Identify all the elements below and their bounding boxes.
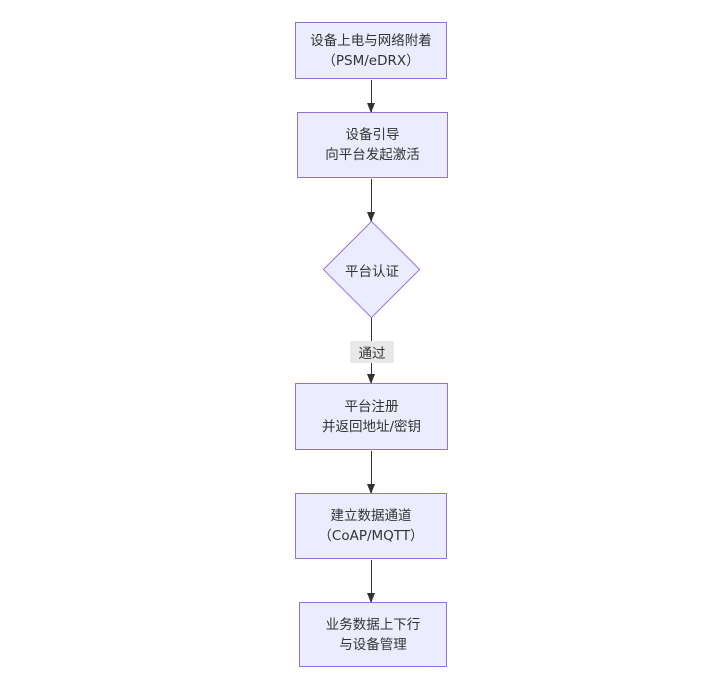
node-label-line: 与设备管理 [339,636,407,653]
arrow-channel-to-business [367,560,375,603]
node-platform-register: 平台注册 并返回地址/密钥 [295,383,448,450]
node-label-line: 平台认证 [345,264,399,280]
node-power-attach: 设备上电与网络附着 （PSM/eDRX） [295,22,447,79]
arrow-register-to-channel [367,451,375,494]
node-platform-auth: 平台认证 [322,220,422,320]
node-label-line: （CoAP/MQTT） [318,528,424,544]
arrowhead-icon [367,484,375,494]
edge-label-pass: 通过 [350,341,394,363]
arrowhead-icon [367,103,375,113]
node-label-line: 向平台发起激活 [325,147,420,163]
node-label-line: 设备上电与网络附着 [310,32,432,49]
node-data-channel: 建立数据通道 （CoAP/MQTT） [295,493,447,559]
arrow-power-to-bootstrap [367,80,375,113]
node-business-data: 业务数据上下行 与设备管理 [299,602,447,667]
node-label-line: 并返回地址/密钥 [321,418,422,435]
arrowhead-icon [367,374,375,384]
arrowhead-icon [367,593,375,603]
arrow-bootstrap-to-auth [367,179,375,222]
node-label-line: 平台注册 [344,398,399,415]
node-label-line: （PSM/eDRX） [322,52,420,69]
node-bootstrap: 设备引导 向平台发起激活 [297,112,448,178]
arrowhead-icon [367,212,375,222]
node-label-line: 建立数据通道 [330,508,412,524]
node-label-line: 业务数据上下行 [325,616,421,633]
node-label-line: 设备引导 [345,127,400,143]
